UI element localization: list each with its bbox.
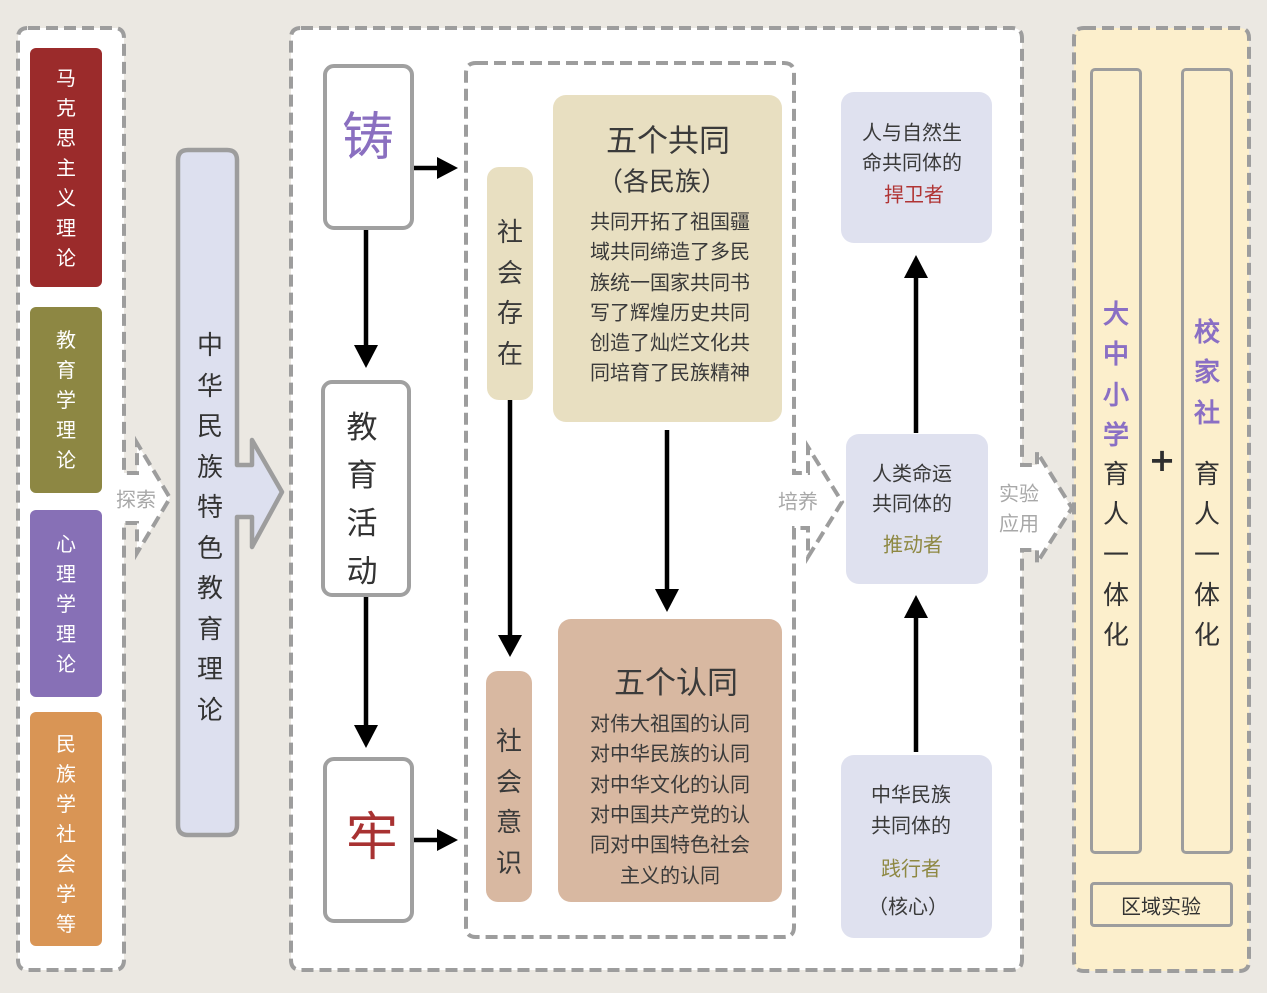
five-identities-line: 同对中国特色社会 [590, 832, 750, 857]
role-promoter-line: 人类命运 [872, 461, 952, 486]
role-practitioner-name: 践行者 [881, 856, 941, 881]
core-theory-label: 中华民族特色教育理论 [196, 331, 223, 726]
five-commons-line: 写了辉煌历史共同 [590, 300, 750, 325]
role-defender-name: 捍卫者 [884, 182, 944, 207]
arrow-head [655, 589, 679, 612]
social-consciousness-pill [486, 671, 532, 902]
regional-experiment-label: 区域实验 [1121, 894, 1201, 919]
five-commons-line: 族统一国家共同书 [590, 270, 750, 295]
social-existence-pill [487, 167, 533, 400]
role-practitioner-line: 中华民族 [871, 782, 951, 807]
role-promoter-name: 推动者 [883, 532, 943, 557]
social-existence-label: 社会存在 [496, 218, 523, 370]
arrow-practitioner-to-promoter [904, 595, 928, 752]
five-identities-line: 主义的认同 [620, 863, 720, 888]
arrow-promoter-to-defender [904, 255, 928, 433]
arrow-head [354, 725, 378, 748]
plus-icon: + [1148, 441, 1176, 479]
five-identities-card [558, 619, 782, 902]
k12-integration-highlight: 大中小学 [1102, 300, 1129, 451]
theory-psychology-box: 心理学理论 [30, 510, 102, 697]
cast-label: 铸 [341, 108, 395, 168]
explore-connector-label: 探索 [116, 487, 156, 512]
five-commons-subtitle: （各民族） [596, 167, 728, 198]
school-family-society-label: 育人一体化 [1193, 460, 1220, 652]
five-identities-line: 对伟大祖国的认同 [590, 711, 750, 736]
arrow-head [354, 345, 378, 368]
arrow-head [904, 595, 928, 618]
school-family-society-column [1181, 68, 1233, 854]
k12-integration-label: 育人一体化 [1102, 460, 1129, 652]
five-identities-line: 对中国共产党的认 [590, 802, 750, 827]
arrow-cast-to-cognition [414, 157, 458, 179]
five-identities-line: 对中华文化的认同 [590, 772, 750, 797]
theory-ethnology-label: 民族学社会学等 [56, 732, 76, 936]
cultivate-connector-label: 培养 [778, 489, 818, 514]
role-practitioner-line: 共同体的 [871, 813, 951, 838]
school-family-society-highlight: 校家社 [1193, 318, 1220, 429]
five-commons-line: 创造了灿烂文化共 [590, 330, 750, 355]
core-theory-arrow [175, 147, 285, 838]
role-practitioner-note: （核心） [868, 894, 948, 919]
firm-box [323, 757, 414, 923]
five-commons-line: 域共同缔造了多民 [590, 239, 750, 264]
arrow-cast-to-education [354, 230, 378, 368]
k12-integration-column [1090, 68, 1142, 854]
arrow-existence-to-consciousness [498, 400, 522, 657]
five-commons-title: 五个共同 [606, 123, 730, 160]
five-identities-title: 五个认同 [614, 665, 738, 702]
application-container [1072, 26, 1251, 973]
theory-marxism-box: 马克思主义理论 [30, 48, 102, 287]
role-promoter-line: 共同体的 [872, 491, 952, 516]
five-commons-card [553, 95, 782, 422]
arrow-head [904, 255, 928, 278]
cast-box [323, 64, 414, 230]
role-defender-line: 人与自然生 [862, 120, 962, 145]
apply-connector-label-line2: 应用 [999, 511, 1039, 536]
arrow-education-to-firm [354, 597, 378, 748]
apply-connector-label-line1: 实验 [999, 481, 1039, 506]
social-consciousness-label: 社会意识 [495, 727, 522, 879]
role-promoter-box [846, 434, 988, 584]
education-activity-label: 教育活动 [346, 410, 378, 590]
theory-pedagogy-box: 教育学理论 [30, 307, 102, 493]
arrow-firm-to-cognition [414, 829, 458, 851]
theory-psychology-label: 心理学理论 [56, 531, 76, 676]
role-defender-line: 命共同体的 [862, 150, 962, 175]
theory-marxism-label: 马克思主义理论 [56, 65, 76, 270]
theory-ethnology-box: 民族学社会学等 [30, 712, 102, 946]
theory-pedagogy-label: 教育学理论 [56, 328, 76, 472]
regional-experiment-box [1090, 882, 1233, 927]
education-activity-box [321, 380, 411, 597]
arrow-commons-to-identities [655, 430, 679, 612]
arrow-head [437, 829, 458, 851]
arrow-head [437, 157, 458, 179]
five-commons-line: 同培育了民族精神 [590, 360, 750, 385]
five-identities-line: 对中华民族的认同 [590, 741, 750, 766]
role-defender-box [841, 92, 992, 243]
role-practitioner-box [841, 755, 992, 938]
firm-label: 牢 [345, 808, 399, 868]
five-commons-line: 共同开拓了祖国疆 [590, 209, 750, 234]
arrow-head [498, 635, 522, 657]
